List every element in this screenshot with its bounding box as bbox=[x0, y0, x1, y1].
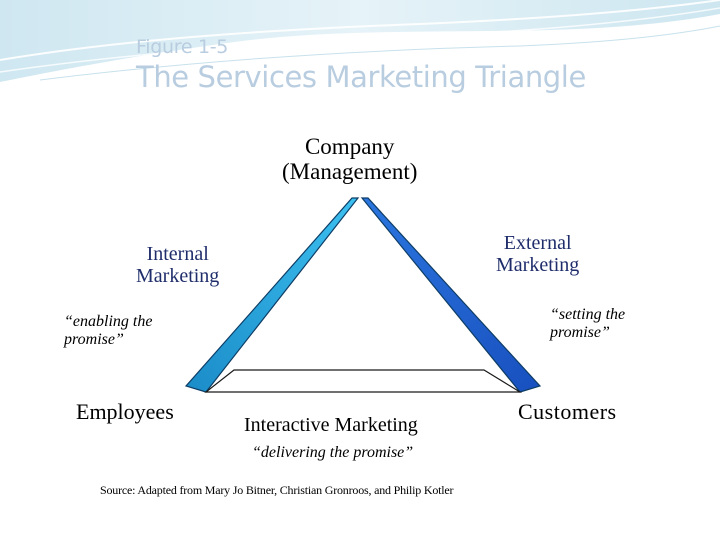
employees-label: Employees bbox=[76, 399, 174, 424]
interactive-marketing-label: Interactive Marketing bbox=[244, 414, 418, 436]
figure-label: Figure 1-5 bbox=[136, 36, 229, 58]
company-label: Company (Management) bbox=[282, 134, 417, 185]
external-tagline-line2: promise” bbox=[550, 323, 610, 341]
title-block: Figure 1-5 The Services Marketing Triang… bbox=[136, 36, 586, 94]
triangle-bottom-side bbox=[204, 369, 523, 393]
page-title: The Services Marketing Triangle bbox=[136, 60, 586, 94]
internal-tagline-line1: “enabling the bbox=[64, 313, 153, 330]
external-tagline-line1: “setting the bbox=[550, 306, 626, 323]
company-label-line1: Company bbox=[304, 134, 395, 159]
external-marketing-line2: Marketing bbox=[496, 254, 580, 276]
internal-marketing-line1: Internal bbox=[146, 243, 209, 265]
customers-label: Customers bbox=[518, 399, 617, 424]
company-label-line2: (Management) bbox=[282, 159, 418, 185]
internal-marketing-label: Internal Marketing bbox=[136, 243, 219, 287]
internal-tagline: “enabling the promise” bbox=[64, 313, 152, 348]
source-note: Source: Adapted from Mary Jo Bitner, Chr… bbox=[100, 483, 454, 497]
interactive-tagline: “delivering the promise” bbox=[252, 444, 414, 461]
external-marketing-line1: External bbox=[503, 232, 572, 254]
triangle-left-side bbox=[184, 197, 360, 393]
internal-marketing-line2: Marketing bbox=[136, 265, 220, 287]
internal-tagline-line2: promise” bbox=[64, 330, 124, 348]
external-marketing-label: External Marketing bbox=[496, 232, 579, 276]
triangle-right-side bbox=[360, 197, 542, 393]
external-tagline: “setting the promise” bbox=[550, 306, 625, 341]
